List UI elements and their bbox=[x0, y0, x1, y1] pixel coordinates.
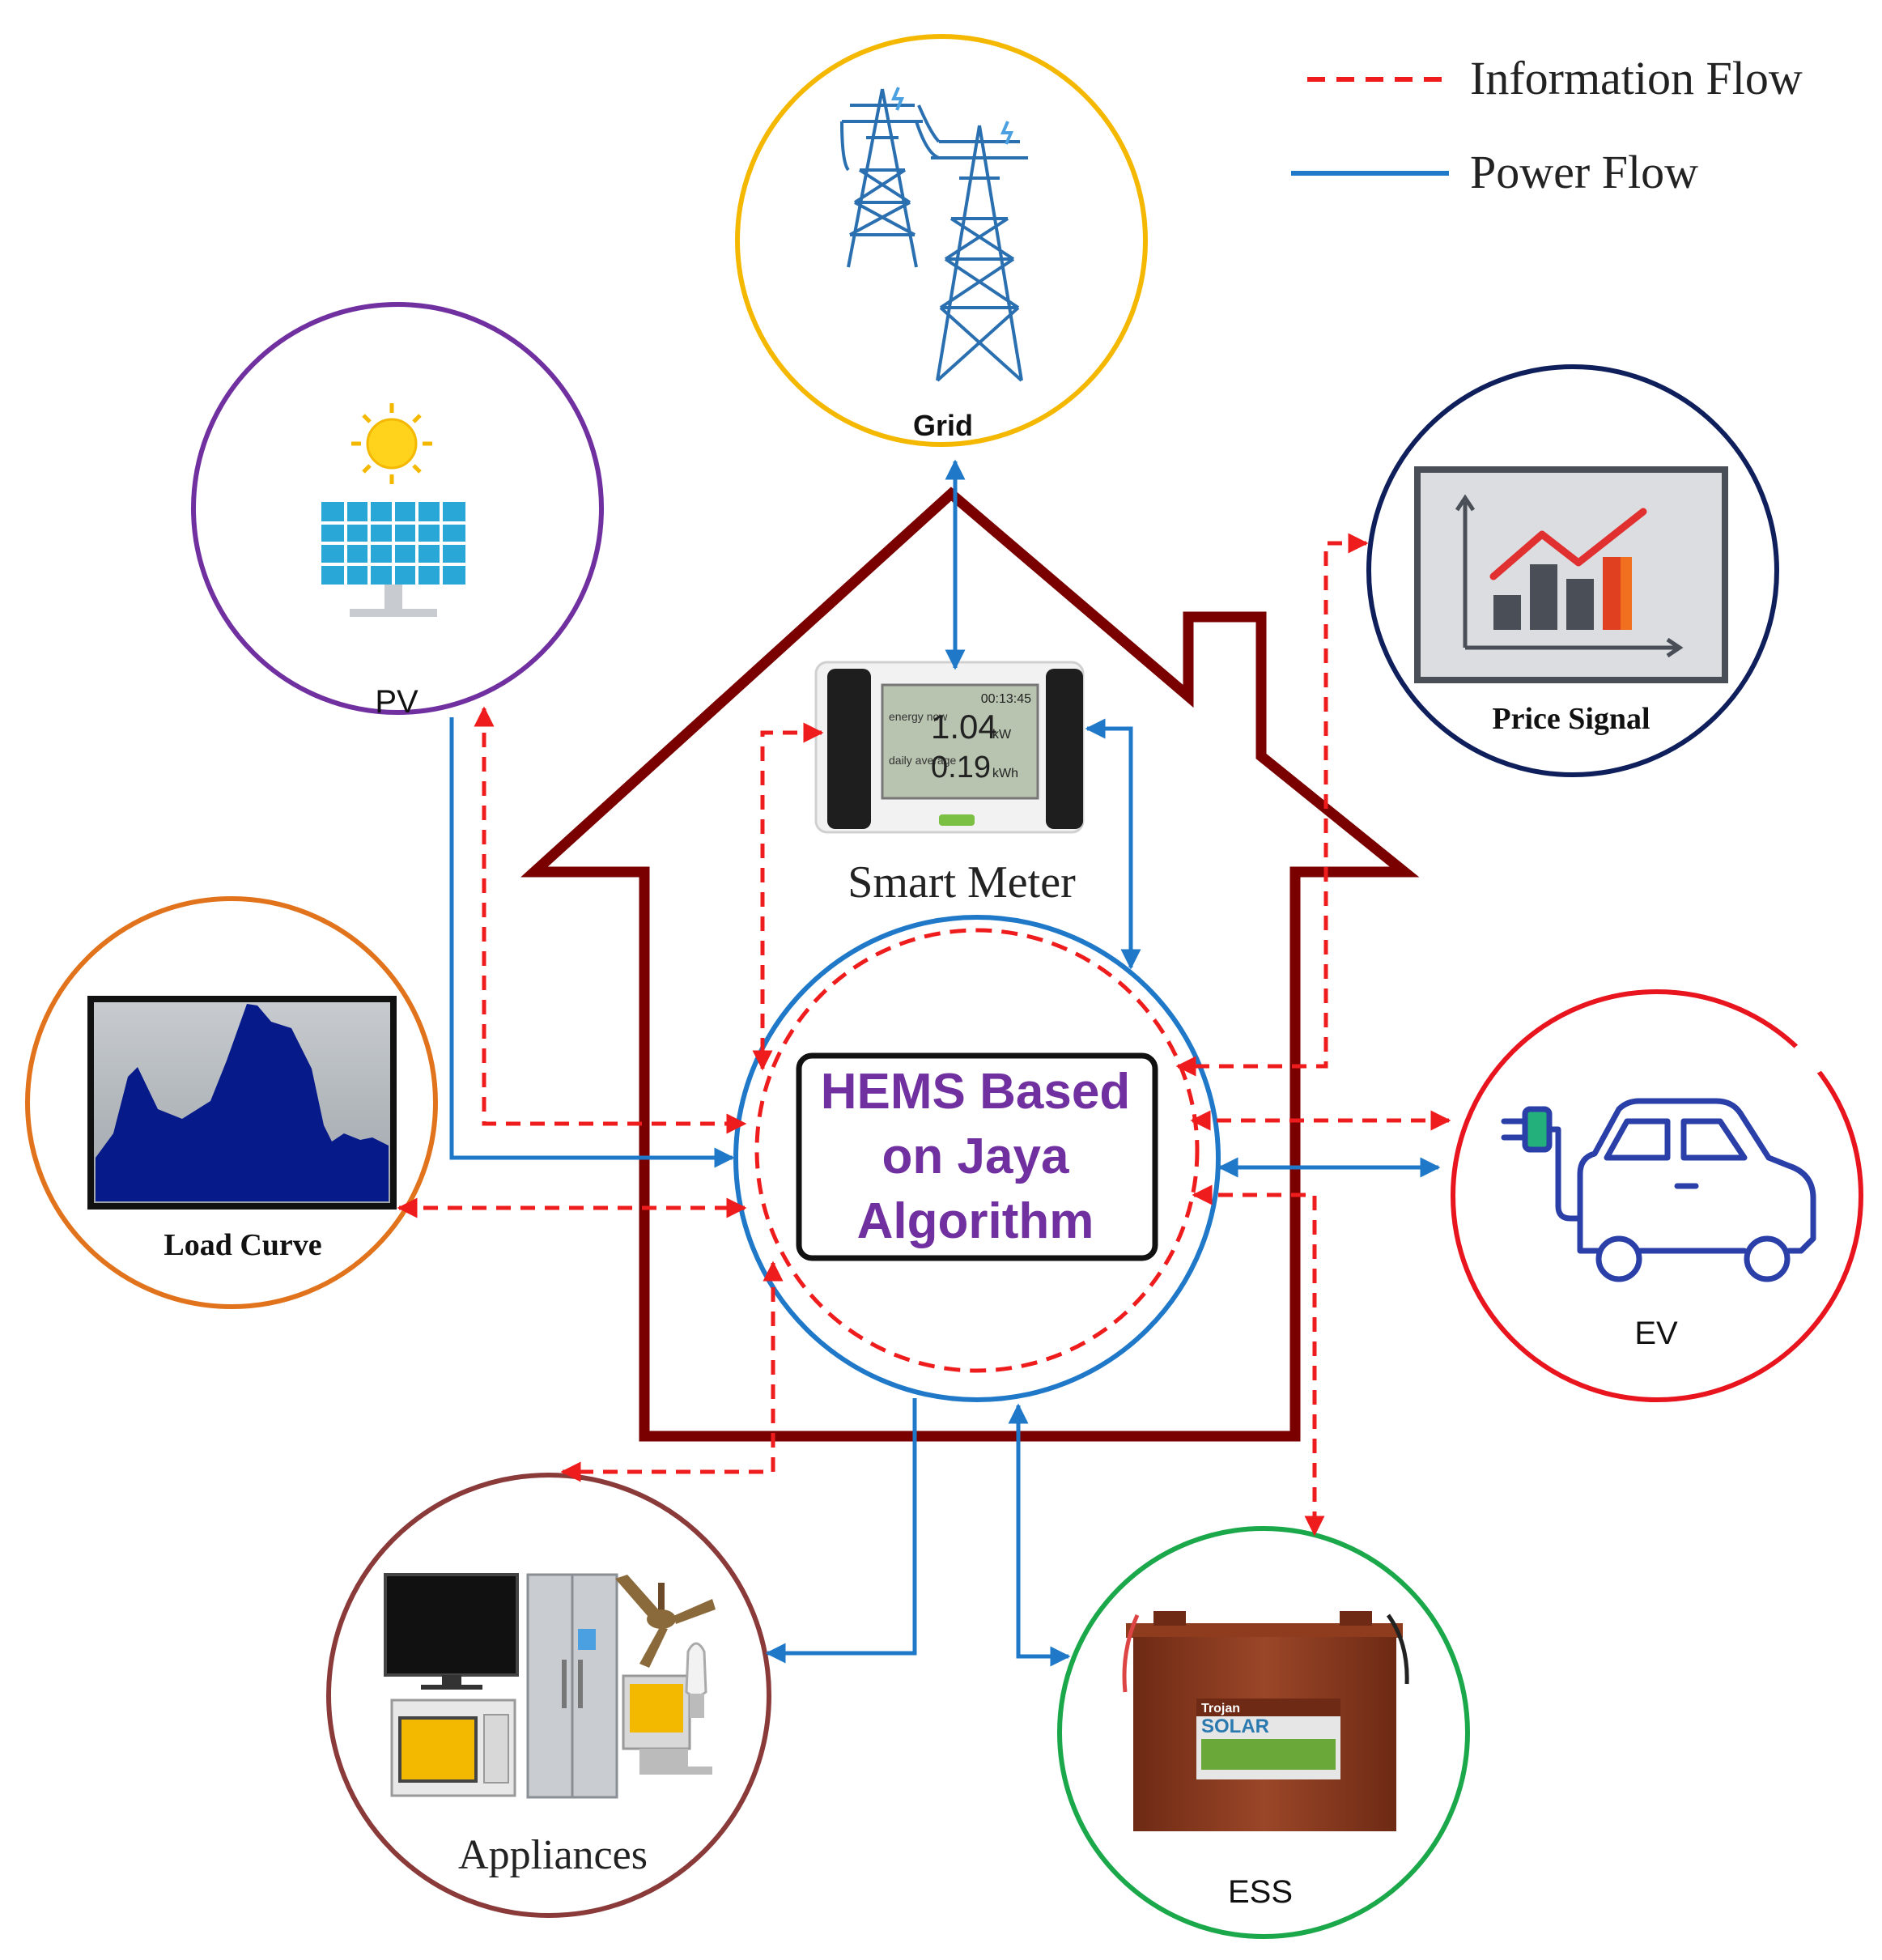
refrigerator-icon bbox=[526, 1573, 618, 1799]
hems-label-line1: HEMS Based bbox=[821, 1064, 1130, 1120]
price-chart-icon bbox=[1414, 466, 1728, 683]
hems-label-line2: on Jaya bbox=[882, 1129, 1069, 1184]
meter-now-caption: energy now bbox=[889, 710, 948, 723]
house-outline bbox=[520, 487, 1420, 1442]
television-icon bbox=[384, 1573, 519, 1690]
power-hems-ess bbox=[1008, 1403, 1071, 1667]
power-flow-arrows bbox=[449, 459, 1441, 1667]
power-pv-hems bbox=[449, 717, 735, 1168]
battery-model: SOLAR bbox=[1201, 1716, 1269, 1737]
solar-panel-icon bbox=[321, 502, 465, 617]
load-curve-label: Load Curve bbox=[164, 1228, 321, 1262]
meter-avg-caption: daily average bbox=[889, 754, 956, 767]
computer-icon bbox=[622, 1674, 712, 1775]
ev-node: EV bbox=[1451, 989, 1863, 1402]
load-curve-node: Load Curve bbox=[25, 896, 438, 1309]
ess-label: ESS bbox=[1228, 1874, 1293, 1910]
information-flow-arrows bbox=[397, 533, 1451, 1537]
price-signal-node: Price Signal bbox=[1366, 364, 1779, 777]
meter-now-unit: kW bbox=[992, 728, 1012, 742]
smart-meter-device-icon: 00:13:45 energy now 1.04 kW daily averag… bbox=[814, 661, 1085, 834]
electric-car-icon bbox=[1501, 1098, 1816, 1282]
info-pv-hems bbox=[474, 706, 747, 1134]
ev-label: EV bbox=[1634, 1316, 1678, 1351]
grid-node: Grid bbox=[735, 34, 1148, 447]
transmission-tower-icon bbox=[840, 87, 1028, 382]
ev-circle bbox=[1451, 989, 1863, 1402]
smart-meter-label: Smart Meter bbox=[848, 857, 1076, 908]
grid-circle bbox=[735, 34, 1148, 447]
load-curve-chart-icon bbox=[87, 996, 397, 1210]
battery-icon: Trojan SOLAR bbox=[1122, 1611, 1409, 1831]
grid-label: Grid bbox=[913, 409, 973, 442]
battery-brand: Trojan bbox=[1201, 1702, 1240, 1716]
appliances-node: Appliances bbox=[326, 1473, 771, 1918]
pv-label: PV bbox=[375, 684, 418, 720]
legend-info-flow-label: Information Flow bbox=[1470, 52, 1803, 104]
hems-label-box bbox=[796, 1052, 1158, 1261]
power-hems-appliances bbox=[765, 1398, 917, 1664]
meter-avg-unit: kWh bbox=[992, 767, 1018, 780]
ess-node: Trojan SOLAR ESS bbox=[1057, 1526, 1470, 1939]
hems-center: HEMS Based on Jaya Algorithm bbox=[733, 915, 1221, 1402]
legend-power-flow-label: Power Flow bbox=[1470, 146, 1698, 198]
appliances-label: Appliances bbox=[458, 1832, 648, 1878]
legend: Information Flow Power Flow bbox=[1291, 52, 1803, 198]
smart-meter-node: 00:13:45 energy now 1.04 kW daily averag… bbox=[814, 661, 1085, 908]
hems-label-line3: Algorithm bbox=[857, 1193, 1094, 1249]
info-hems-ess bbox=[1192, 1184, 1325, 1537]
pv-node: PV bbox=[191, 302, 604, 720]
hems-info-ring bbox=[754, 928, 1200, 1373]
meter-avg-value: 0.19 bbox=[931, 750, 991, 784]
meter-now-value: 1.04 bbox=[931, 708, 997, 746]
light-bulb-icon bbox=[685, 1642, 707, 1718]
meter-time: 00:13:45 bbox=[981, 692, 1031, 706]
ceiling-fan-icon bbox=[615, 1575, 716, 1668]
info-hems-appliances bbox=[560, 1261, 784, 1482]
info-meter-hems bbox=[752, 722, 824, 1071]
power-meter-hems bbox=[1085, 718, 1141, 970]
microwave-icon bbox=[390, 1699, 516, 1797]
info-price-hems bbox=[1175, 533, 1369, 1077]
sun-icon bbox=[351, 403, 432, 484]
price-signal-label: Price Signal bbox=[1492, 702, 1650, 736]
